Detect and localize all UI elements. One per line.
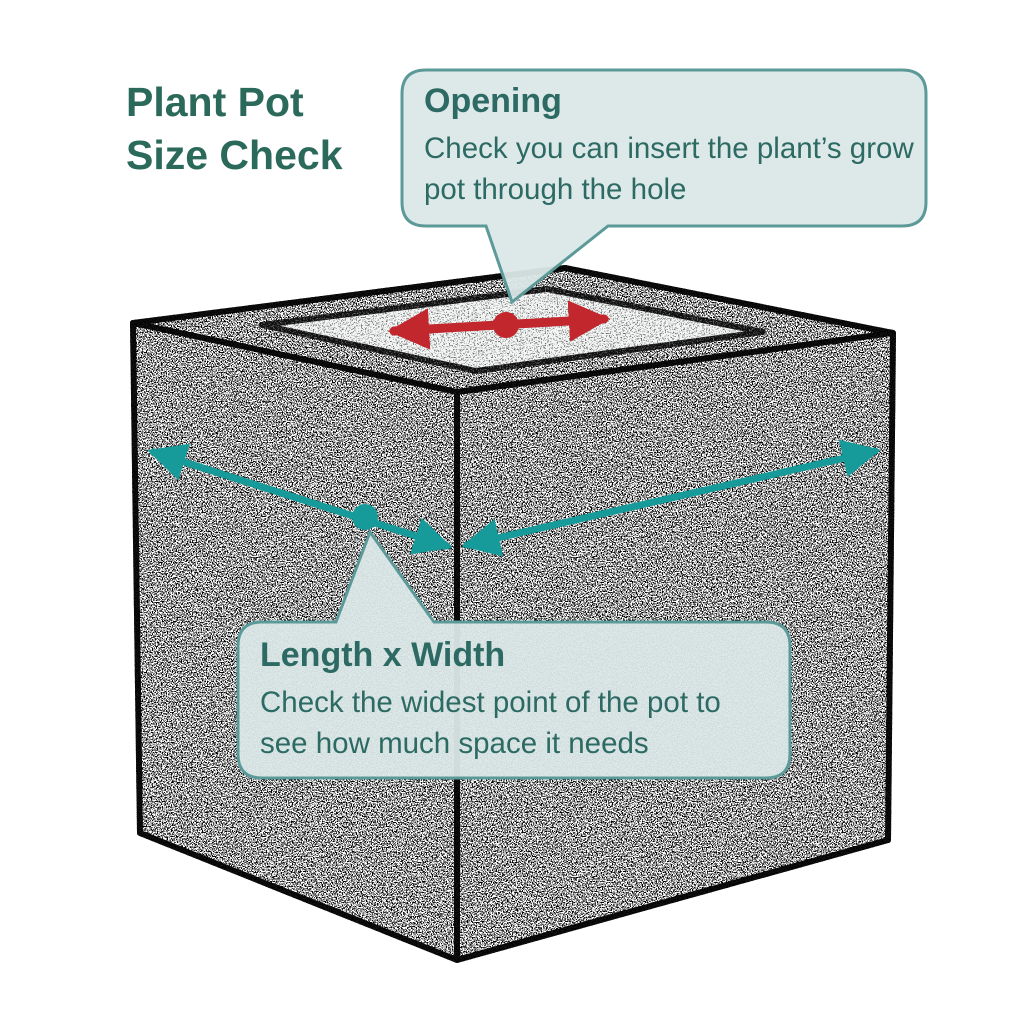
callout-opening-bubble — [400, 68, 928, 305]
callout-length-width-bubble — [236, 528, 792, 780]
width-dot — [352, 504, 378, 530]
width-arrow-left — [147, 443, 453, 555]
width-arrow-right — [461, 439, 881, 557]
length-width-arrows — [147, 439, 881, 557]
planter-cube — [130, 265, 896, 963]
opening-dot — [493, 312, 519, 338]
